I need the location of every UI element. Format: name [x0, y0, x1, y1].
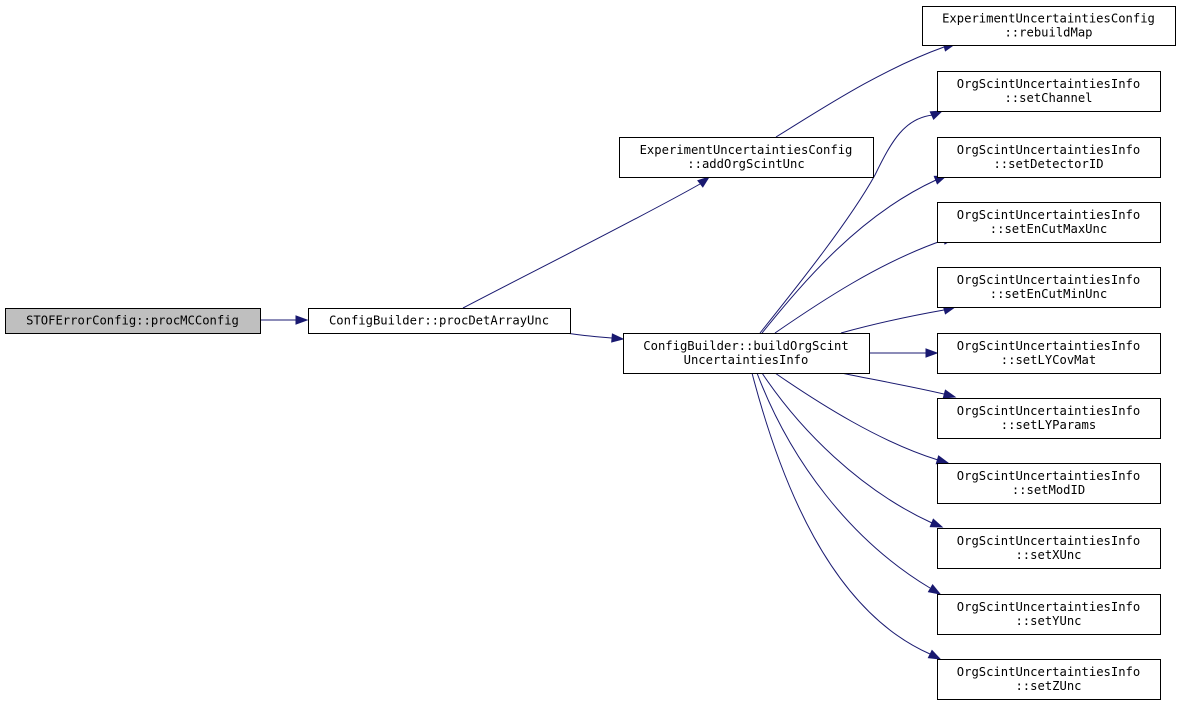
node-box [937, 463, 1161, 504]
node-label-line: OrgScintUncertaintiesInfo [957, 143, 1140, 157]
node-label-line: ::setYUnc [1015, 614, 1081, 628]
edges-layer [260, 42, 957, 660]
node-box [937, 333, 1161, 374]
node-root: STOFErrorConfig::procMCConfig [5, 308, 261, 334]
node-label-line: ::addOrgScintUnc [687, 157, 804, 171]
node-label-line: OrgScintUncertaintiesInfo [957, 77, 1140, 91]
edge-line [774, 372, 939, 461]
arrowhead-icon [295, 315, 309, 325]
edge-buildOrgScint-to-setLYParams [840, 372, 957, 399]
node-setXUnc[interactable]: OrgScintUncertaintiesInfo::setXUnc [937, 528, 1161, 569]
node-label-line: OrgScintUncertaintiesInfo [957, 600, 1140, 614]
node-label-line: ExperimentUncertaintiesConfig [942, 12, 1155, 26]
edge-buildOrgScint-to-setEnCutMinUnc [840, 305, 957, 334]
edge-line [751, 372, 931, 655]
edge-line [756, 372, 931, 589]
edge-buildOrgScint-to-setDetectorID [761, 175, 948, 334]
node-box [937, 202, 1161, 243]
edge-line [565, 332, 613, 339]
node-box [937, 528, 1161, 569]
node-setDetectorID[interactable]: OrgScintUncertaintiesInfo::setDetectorID [937, 137, 1161, 178]
edge-line [775, 46, 945, 138]
node-box [937, 659, 1161, 700]
arrowhead-icon [935, 455, 950, 465]
edge-line [774, 239, 945, 334]
node-box [937, 594, 1161, 635]
edge-procDetArrayUnc-to-buildOrgScint [565, 332, 625, 343]
arrowhead-icon [929, 518, 944, 528]
arrowhead-icon [927, 649, 942, 660]
node-label-line: ::setModID [1012, 483, 1085, 497]
node-setZUnc[interactable]: OrgScintUncertaintiesInfo::setZUnc [937, 659, 1161, 700]
edge-buildOrgScint-to-setEnCutMaxUnc [774, 235, 957, 334]
node-box [619, 137, 874, 178]
node-label-line: OrgScintUncertaintiesInfo [957, 273, 1140, 287]
node-label-line: ::rebuildMap [1004, 26, 1092, 40]
node-buildOrgScint[interactable]: ConfigBuilder::buildOrgScintUncertaintie… [623, 333, 870, 374]
node-setLYCovMat[interactable]: OrgScintUncertaintiesInfo::setLYCovMat [937, 333, 1161, 374]
edge-line [761, 179, 937, 334]
node-box [937, 398, 1161, 439]
node-label-line: ::setXUnc [1015, 548, 1081, 562]
node-box [937, 267, 1161, 308]
node-label-line: OrgScintUncertaintiesInfo [957, 404, 1140, 418]
edge-buildOrgScint-to-setModID [774, 372, 950, 465]
node-label-line: ::setChannel [1004, 91, 1092, 105]
node-setModID[interactable]: OrgScintUncertaintiesInfo::setModID [937, 463, 1161, 504]
edge-buildOrgScint-to-setChannel [759, 110, 944, 334]
edge-buildOrgScint-to-setLYCovMat [869, 348, 939, 358]
node-label-line: ExperimentUncertaintiesConfig [640, 143, 853, 157]
edge-line [462, 183, 701, 309]
edge-root-to-procDetArrayUnc [260, 315, 309, 325]
node-label-line: ::setLYParams [1001, 418, 1096, 432]
arrowhead-icon [697, 176, 711, 188]
edge-buildOrgScint-to-setXUnc [761, 372, 944, 528]
node-box [623, 333, 870, 374]
edge-addOrgScintUnc-to-rebuildMap [775, 42, 957, 138]
edge-line [840, 372, 945, 395]
node-box [308, 308, 571, 334]
node-procDetArrayUnc[interactable]: ConfigBuilder::procDetArrayUnc [308, 308, 571, 334]
arrowhead-icon [942, 389, 957, 399]
edge-line [759, 114, 934, 334]
node-addOrgScintUnc[interactable]: ExperimentUncertaintiesConfig::addOrgSci… [619, 137, 874, 178]
node-label-line: ::setLYCovMat [1001, 353, 1096, 367]
node-box [937, 71, 1161, 112]
node-setYUnc[interactable]: OrgScintUncertaintiesInfo::setYUnc [937, 594, 1161, 635]
arrowhead-icon [927, 584, 942, 595]
node-label-line: UncertaintiesInfo [684, 353, 809, 367]
node-label-line: ::setEnCutMaxUnc [990, 222, 1107, 236]
node-box [5, 308, 261, 334]
edge-line [761, 372, 933, 524]
edge-line [840, 309, 945, 334]
node-setChannel[interactable]: OrgScintUncertaintiesInfo::setChannel [937, 71, 1161, 112]
node-label-line: ConfigBuilder::procDetArrayUnc [329, 314, 549, 328]
node-label-line: OrgScintUncertaintiesInfo [957, 208, 1140, 222]
arrowhead-icon [929, 110, 944, 120]
node-label-line: ConfigBuilder::buildOrgScint [643, 339, 848, 353]
node-label-line: ::setEnCutMinUnc [990, 287, 1107, 301]
arrowhead-icon [611, 333, 625, 343]
node-label-line: OrgScintUncertaintiesInfo [957, 534, 1140, 548]
node-label-line: STOFErrorConfig::procMCConfig [26, 314, 239, 328]
node-rebuildMap[interactable]: ExperimentUncertaintiesConfig::rebuildMa… [922, 6, 1176, 46]
node-label-line: OrgScintUncertaintiesInfo [957, 339, 1140, 353]
edge-procDetArrayUnc-to-addOrgScintUnc [462, 176, 711, 309]
node-label-line: ::setDetectorID [993, 157, 1103, 171]
node-label-line: ::setZUnc [1015, 679, 1081, 693]
node-box [922, 6, 1176, 46]
node-box [937, 137, 1161, 178]
arrowhead-icon [925, 348, 939, 358]
node-label-line: OrgScintUncertaintiesInfo [957, 665, 1140, 679]
edge-buildOrgScint-to-setZUnc [751, 372, 942, 660]
node-setLYParams[interactable]: OrgScintUncertaintiesInfo::setLYParams [937, 398, 1161, 439]
node-setEnCutMinUnc[interactable]: OrgScintUncertaintiesInfo::setEnCutMinUn… [937, 267, 1161, 308]
node-setEnCutMaxUnc[interactable]: OrgScintUncertaintiesInfo::setEnCutMaxUn… [937, 202, 1161, 243]
edge-buildOrgScint-to-setYUnc [756, 372, 942, 595]
node-label-line: OrgScintUncertaintiesInfo [957, 469, 1140, 483]
